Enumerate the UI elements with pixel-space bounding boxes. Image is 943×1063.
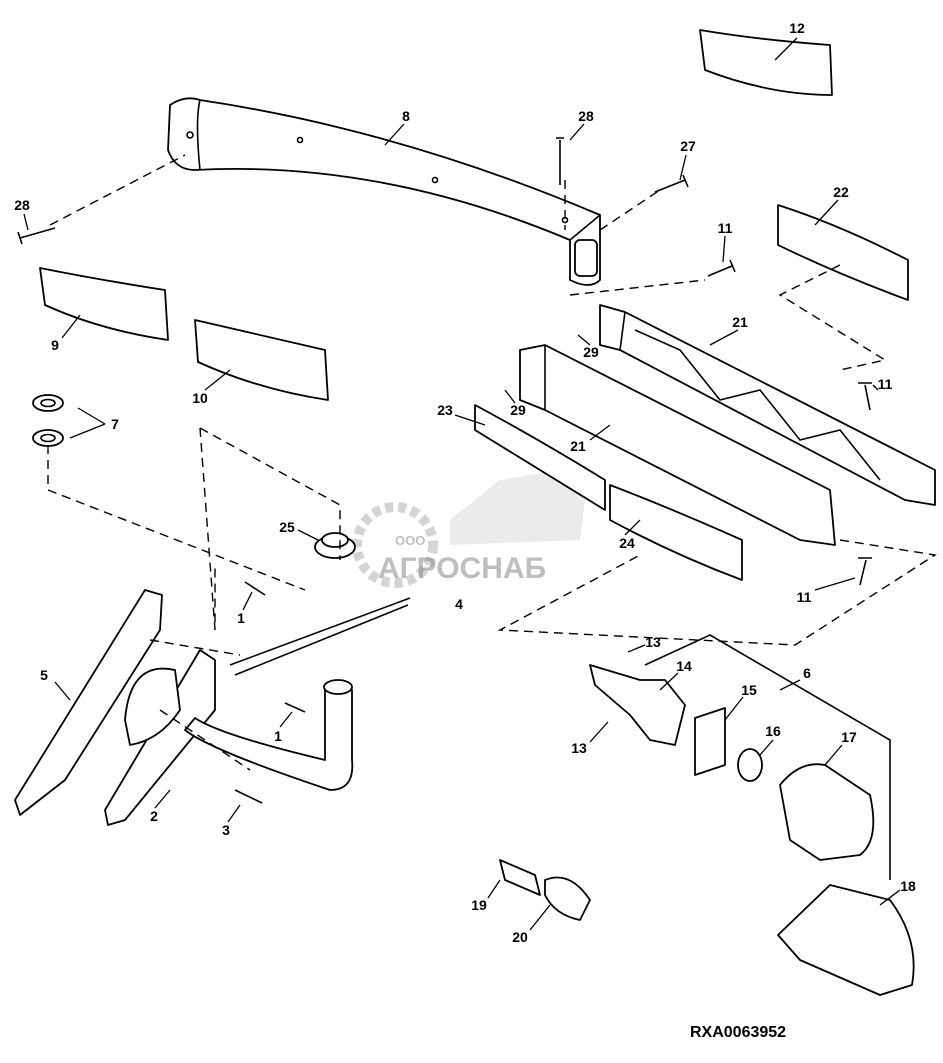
- callout-29: 29: [583, 344, 599, 360]
- callout-20: 20: [512, 929, 528, 945]
- callout-1: 1: [274, 728, 282, 744]
- socket-14: [589, 664, 686, 746]
- reference-code: RXA0063952: [690, 1024, 786, 1041]
- rail-21: [519, 304, 936, 546]
- callout-4: 4: [455, 596, 463, 612]
- callout-27: 27: [680, 138, 696, 154]
- callout-3: 3: [222, 822, 230, 838]
- decal-23: [474, 404, 606, 511]
- callout-22: 22: [833, 184, 849, 200]
- callouts: 12 8 28 27 28 22 11 21 29 9 10 11 7 23 2…: [14, 20, 916, 945]
- mounting-bracket: [124, 667, 181, 746]
- bracket-5: [14, 589, 163, 816]
- watermark-logo: ООО АГРОСНАБ: [352, 470, 585, 588]
- callout-17: 17: [841, 729, 857, 745]
- callout-21: 21: [570, 438, 586, 454]
- callout-2: 2: [150, 808, 158, 824]
- callout-7: 7: [111, 416, 119, 432]
- callout-13: 13: [571, 740, 587, 756]
- callout-24: 24: [619, 535, 635, 551]
- callout-15: 15: [741, 682, 757, 698]
- watermark-prefix: ООО: [395, 533, 425, 548]
- decal-10: [194, 319, 329, 401]
- decal-24: [609, 484, 743, 581]
- decal-9: [39, 267, 169, 341]
- callout-1: 1: [237, 610, 245, 626]
- callout-10: 10: [192, 390, 208, 406]
- callout-5: 5: [40, 667, 48, 683]
- callout-11: 11: [878, 376, 893, 392]
- callout-18: 18: [900, 878, 916, 894]
- callout-19: 19: [471, 897, 487, 913]
- bulb-16: [737, 748, 763, 782]
- callout-28: 28: [14, 197, 30, 213]
- callout-11: 11: [718, 220, 733, 236]
- callout-8: 8: [402, 108, 410, 124]
- callout-28: 28: [578, 108, 594, 124]
- leader-lines: [23, 37, 901, 931]
- bolts: [17, 137, 872, 804]
- callout-13: 13: [645, 634, 661, 650]
- callout-14: 14: [676, 658, 692, 674]
- callout-21: 21: [732, 314, 748, 330]
- callout-29: 29: [510, 402, 526, 418]
- lens-17: [779, 763, 875, 861]
- callout-9: 9: [51, 337, 59, 353]
- rod-4: [229, 597, 411, 676]
- grommet-25: [314, 532, 356, 559]
- callout-23: 23: [437, 402, 453, 418]
- connector-19: [499, 859, 541, 896]
- callout-25: 25: [279, 519, 295, 535]
- tube-4: [184, 684, 354, 791]
- assembly-lines: [47, 154, 937, 880]
- washers-7: [32, 394, 64, 447]
- decal-12: [699, 29, 833, 96]
- callout-16: 16: [765, 723, 781, 739]
- callout-12: 12: [789, 20, 805, 36]
- beam-8: [167, 97, 601, 286]
- gasket-15: [694, 707, 726, 776]
- callout-11: 11: [797, 589, 812, 605]
- boot-20: [544, 876, 591, 921]
- bracket-2: [104, 649, 216, 826]
- guard-18: [777, 884, 915, 996]
- watermark-name: АГРОСНАБ: [378, 552, 546, 585]
- callout-6: 6: [803, 665, 811, 681]
